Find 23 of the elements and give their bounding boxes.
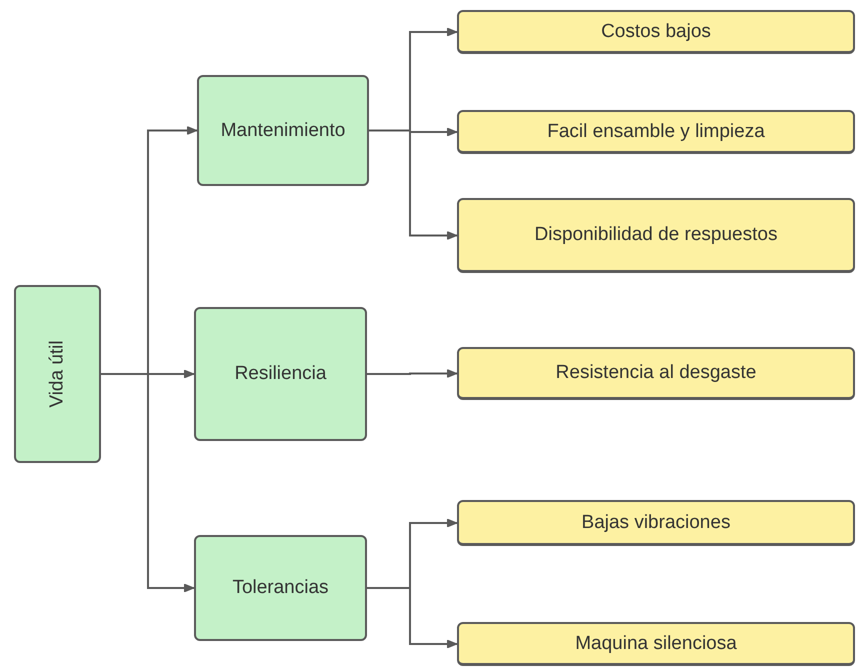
node-label: Resistencia al desgaste [556, 362, 756, 384]
arrow [367, 587, 458, 648]
attribute-box [457, 198, 855, 273]
category-box [14, 285, 101, 463]
node-label: Resiliencia [234, 363, 326, 385]
node-label: Bajas vibraciones [582, 512, 730, 534]
arrow [101, 373, 194, 592]
node-label: Maquina silenciosa [575, 632, 737, 654]
attribute-box [457, 347, 855, 400]
node-label: Tolerancias [232, 577, 329, 599]
node-label: Facil ensamble y limpieza [547, 120, 765, 142]
category-box [194, 307, 367, 441]
node-label: Mantenimiento [220, 120, 346, 142]
attribute-box [457, 622, 855, 666]
node-label: Disponibilidad de respuestos [534, 224, 778, 246]
category-box [197, 75, 369, 186]
attribute-box [457, 10, 855, 54]
attribute-box [457, 500, 855, 546]
arrow [367, 369, 458, 378]
node-label: Vida útil [46, 340, 68, 408]
category-box [194, 535, 367, 641]
node-label: Costos bajos [601, 20, 711, 42]
attribute-box [457, 110, 855, 154]
